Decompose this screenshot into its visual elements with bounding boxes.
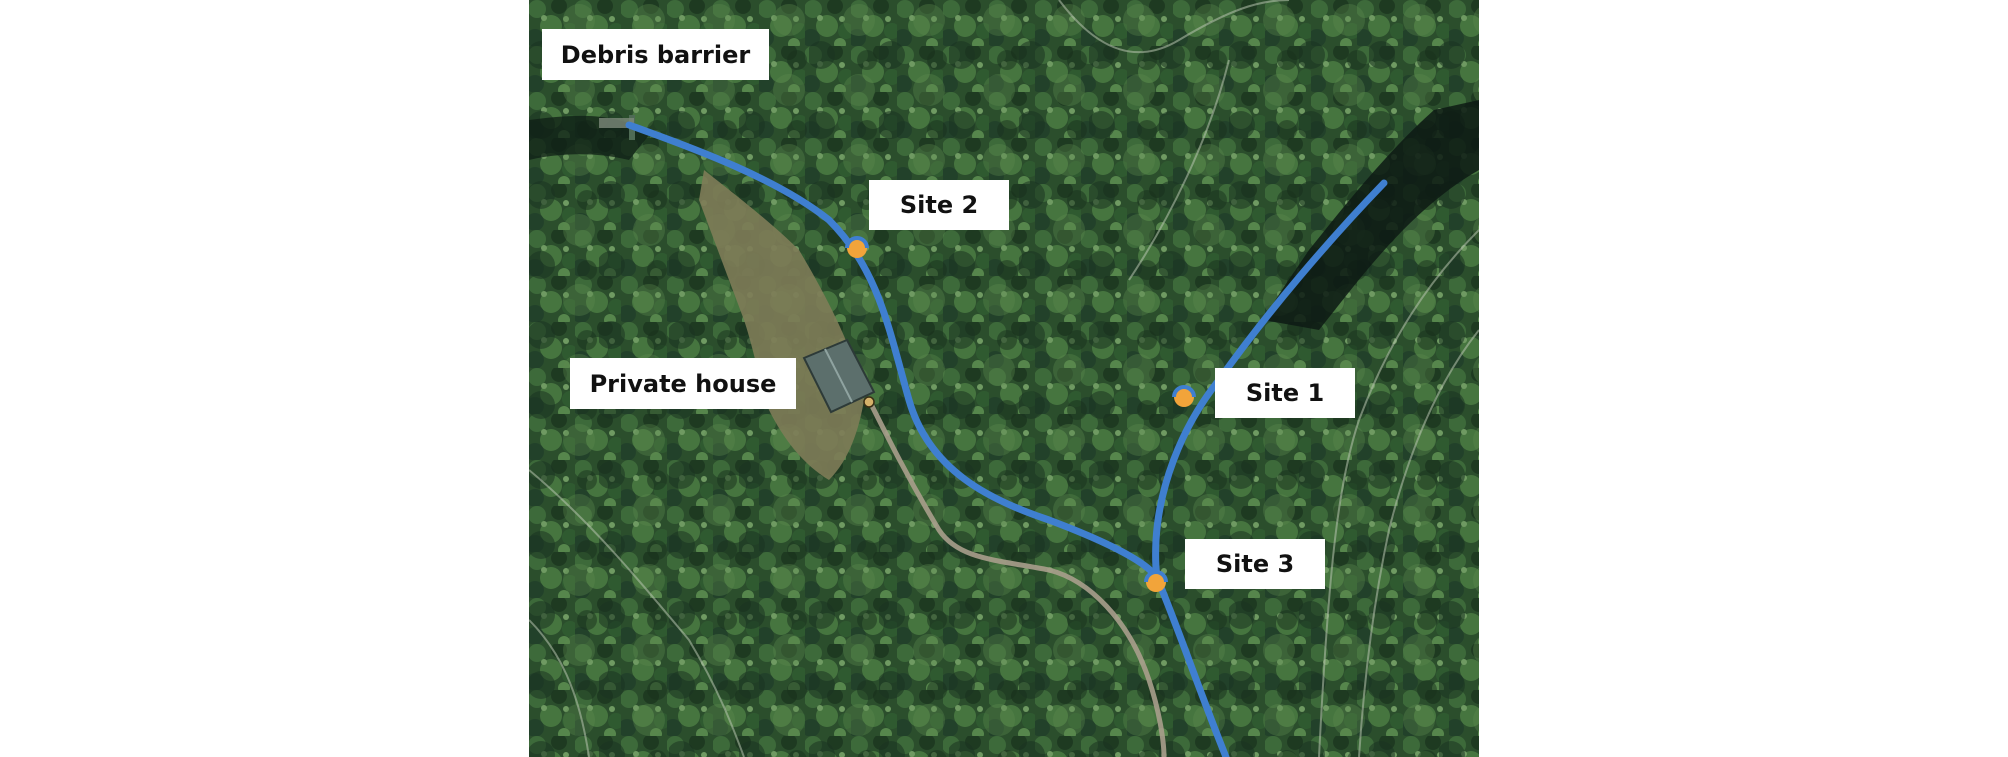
- site-3-marker-icon: [1144, 570, 1168, 592]
- label-private-house: Private house: [570, 358, 796, 409]
- site-1-marker-icon: [1172, 385, 1196, 407]
- contour-lines: [529, 0, 1479, 757]
- label-site-2: Site 2: [869, 180, 1009, 230]
- clearing: [699, 170, 864, 480]
- road: [866, 398, 1167, 757]
- label-debris-barrier: Debris barrier: [542, 29, 769, 80]
- house-roof-icon: [802, 338, 876, 414]
- label-site-3: Site 3: [1185, 539, 1325, 589]
- shadow-valley: [1264, 100, 1479, 330]
- label-site-1: Site 1: [1215, 368, 1355, 418]
- stream-main: [625, 121, 1230, 757]
- site-2-marker-icon: [845, 236, 869, 258]
- aerial-map: Debris barrier Site 2 Private house Site…: [529, 0, 1479, 757]
- stream-tributary: [1152, 179, 1388, 584]
